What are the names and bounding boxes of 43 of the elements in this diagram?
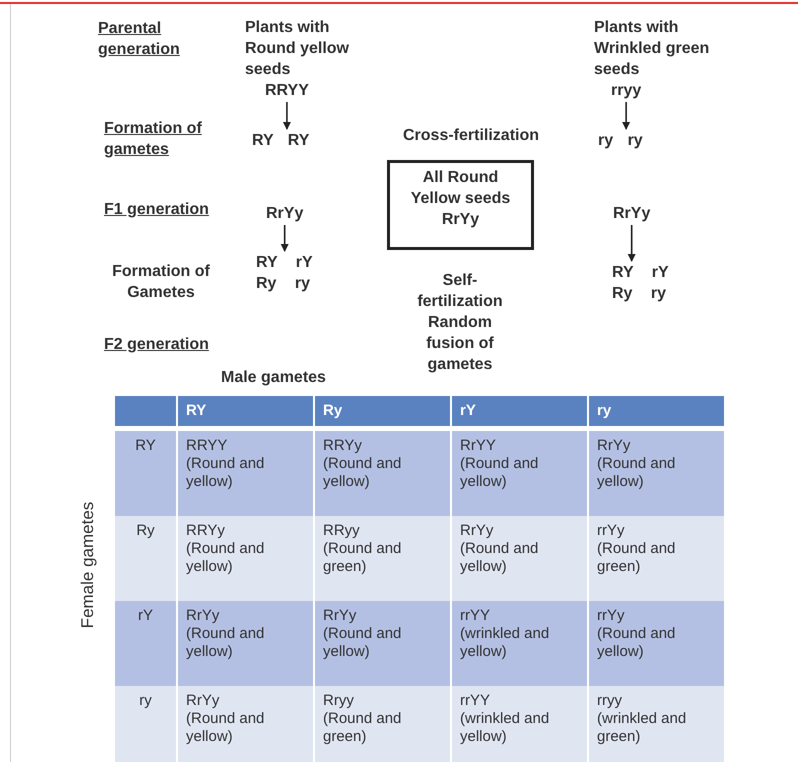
genotype-text: rryy <box>610 81 642 101</box>
result-box: All Round Yellow seeds RrYy <box>387 160 534 250</box>
axis-label: Female gametes <box>78 502 98 628</box>
table-cell: rryy (wrinkled and green) <box>589 686 724 762</box>
stage-label: Cross-fertilization <box>403 126 540 146</box>
gamete-text: RY rY Ry ry <box>256 252 328 294</box>
table-cell: rrYY (wrinkled and yellow) <box>452 686 587 762</box>
table-cell: RrYy (Round and yellow) <box>452 516 587 601</box>
genotype-text: RrYy <box>266 203 316 224</box>
table-cell: RRYY (Round and yellow) <box>178 431 313 516</box>
row-header: Ry <box>115 516 176 601</box>
stage-label: Self-fertilization Random fusion of gametes <box>416 271 504 375</box>
gamete-text: RY RY <box>252 130 332 151</box>
stage-label: Formation of gametes <box>104 119 203 160</box>
genotype-text: RRYY <box>264 81 310 101</box>
table-cell: rrYy (Round and yellow) <box>589 601 724 686</box>
row-header: rY <box>115 601 176 686</box>
table-cell: RrYy (Round and yellow) <box>315 601 450 686</box>
gamete-text: ry ry <box>598 130 658 151</box>
stage-label: Male gametes <box>221 368 327 388</box>
arrow <box>280 225 289 252</box>
arrow <box>628 225 636 262</box>
table-cell: RrYy (Round and yellow) <box>178 601 313 686</box>
table-cell: rrYY (wrinkled and yellow) <box>452 601 587 686</box>
table-cell: RRyy (Round and green) <box>315 516 450 601</box>
stage-label: Formation of Gametes <box>111 262 211 303</box>
table-cell: RRYy (Round and yellow) <box>178 516 313 601</box>
table-cell: RRYy (Round and yellow) <box>315 431 450 516</box>
row-header: ry <box>115 686 176 762</box>
row-header: RY <box>115 431 176 516</box>
plant-description: Plants with Round yellow seeds <box>245 18 350 80</box>
arrow <box>622 102 630 130</box>
gamete-text: RY rY Ry ry <box>612 262 684 304</box>
table-cell: RrYy (Round and yellow) <box>178 686 313 762</box>
table-cell: Rryy (Round and green) <box>315 686 450 762</box>
stage-label: F1 generation <box>104 200 210 220</box>
table-cell: RrYy (Round and yellow) <box>589 431 724 516</box>
stage-label: F2 generation <box>104 335 210 355</box>
genotype-text: RrYy <box>613 203 663 224</box>
arrow <box>282 102 291 130</box>
table-cell: rrYy (Round and green) <box>589 516 724 601</box>
table-cell: RrYY (Round and yellow) <box>452 431 587 516</box>
stage-label: Parental generation <box>98 19 181 60</box>
